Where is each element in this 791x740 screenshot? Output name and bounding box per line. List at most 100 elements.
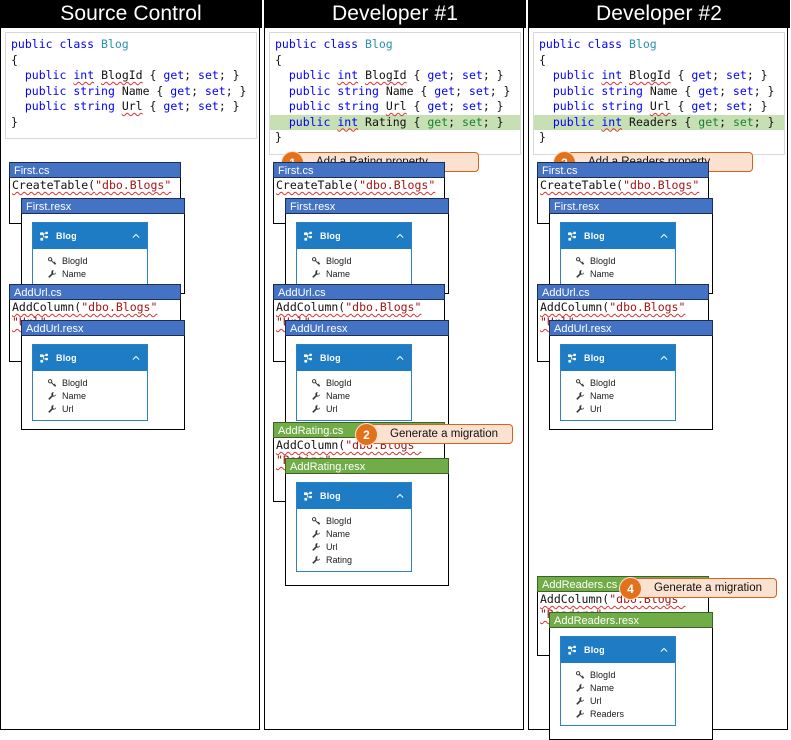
entity-title: Blog: [320, 353, 341, 363]
entity-title: Blog: [584, 353, 605, 363]
chevron-up-icon: [132, 355, 140, 360]
code-line: public int Rating { get; set; }: [270, 114, 520, 130]
entity-row-label: Name: [590, 390, 615, 401]
file-card-title: First.resx: [285, 198, 449, 214]
entity-row-label: BlogId: [590, 377, 616, 388]
entity-header: Blog: [297, 483, 411, 509]
code-line: {: [11, 52, 18, 67]
property-icon: [576, 404, 585, 413]
chevron-up-icon: [660, 233, 668, 238]
code-line: CreateTable("dbo.Blogs": [276, 178, 436, 192]
file-card-title: First.resx: [549, 198, 713, 214]
entity-row: Name: [33, 267, 147, 280]
code-panel-source-control[interactable]: public class Blog{ public int BlogId { g…: [5, 32, 257, 139]
code-line: }: [11, 114, 18, 129]
code-line: public class Blog: [539, 37, 657, 51]
chevron-up-icon: [132, 233, 140, 238]
file-name: AddUrl.resx: [26, 323, 84, 335]
entity-header: Blog: [561, 637, 675, 663]
entity-row: Name: [561, 681, 675, 694]
code-line: AddColumn("dbo.Blogs": [12, 300, 158, 314]
entity-header: Blog: [297, 345, 411, 371]
callout-text: Generate a migration: [654, 582, 763, 594]
entity-header: Blog: [561, 223, 675, 249]
entity-row-label: Url: [326, 541, 338, 552]
code-line: public int BlogId { get; set; }: [552, 68, 768, 82]
entity-row: BlogId: [297, 376, 411, 389]
file-card-title: AddUrl.resx: [21, 320, 185, 336]
file-card-title: AddUrl.cs: [9, 284, 181, 300]
code-panel-developer-2[interactable]: public class Blog{ public int BlogId { g…: [533, 32, 785, 155]
entity-row-label: Name: [590, 682, 615, 693]
file-card-title: AddRating.resx: [285, 458, 449, 474]
entity-title: Blog: [320, 491, 341, 501]
entity-title: Blog: [56, 353, 77, 363]
code-line: }: [275, 130, 282, 144]
entity-icon: [40, 353, 48, 363]
file-name: AddRating.resx: [290, 461, 366, 473]
file-card-title: AddReaders.resx: [549, 612, 713, 628]
entity-row-label: BlogId: [326, 255, 352, 266]
property-icon: [312, 391, 321, 400]
chevron-up-icon: [396, 493, 404, 498]
code-line: public string Url { get; set; }: [288, 99, 504, 113]
entity-icon: [304, 353, 312, 363]
file-name: AddUrl.cs: [542, 287, 590, 299]
property-icon: [312, 269, 321, 278]
property-icon: [576, 709, 585, 718]
entity-icon: [568, 231, 576, 241]
entity-row: Name: [561, 389, 675, 402]
chevron-up-icon: [396, 355, 404, 360]
entity-row: BlogId: [561, 668, 675, 681]
entity-row: BlogId: [33, 376, 147, 389]
file-name: First.resx: [26, 201, 72, 213]
chevron-up-icon: [660, 355, 668, 360]
code-line: public class Blog: [275, 37, 393, 51]
chevron-up-icon: [396, 233, 404, 238]
entity-icon: [304, 231, 312, 241]
entity-row-label: BlogId: [326, 377, 352, 388]
code-line: public int Readers { get; set; }: [534, 114, 784, 130]
entity-title: Blog: [584, 645, 605, 655]
column-body-developer-2: public class Blog{ public int BlogId { g…: [528, 28, 788, 740]
code-line: public string Url { get; set; }: [552, 99, 768, 113]
code-panel-developer-1[interactable]: public class Blog{ public int BlogId { g…: [269, 32, 521, 155]
entity-row-label: BlogId: [62, 377, 88, 388]
entity-title: Blog: [584, 231, 605, 241]
code-line: public string Name { get; set; }: [24, 83, 247, 98]
file-name: AddUrl.resx: [554, 323, 612, 335]
key-icon: [311, 516, 321, 525]
entity-row: BlogId: [33, 254, 147, 267]
key-icon: [47, 378, 57, 387]
property-icon: [48, 269, 57, 278]
key-icon: [311, 378, 321, 387]
